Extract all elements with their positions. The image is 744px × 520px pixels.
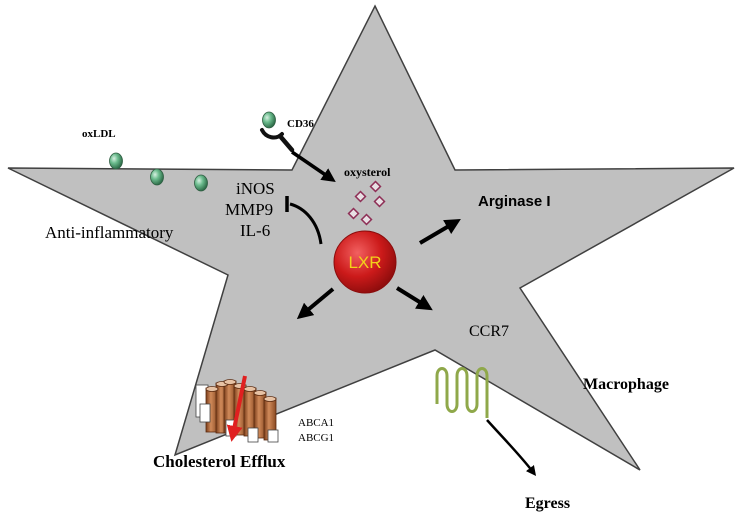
egress-label: Egress xyxy=(525,495,570,512)
macrophage-label: Macrophage xyxy=(583,376,669,393)
anti-inflammatory-label: Anti-inflammatory xyxy=(45,223,174,242)
mmp9-label: MMP9 xyxy=(225,200,273,219)
lxr-circle-icon xyxy=(333,230,397,294)
lxr-to-ccr7-arrow xyxy=(395,286,433,311)
abca1-label: ABCA1 xyxy=(298,417,334,429)
arginase-label: Arginase I xyxy=(478,193,551,210)
efflux-red-arrow xyxy=(226,375,247,442)
inos-label: iNOS xyxy=(236,179,275,198)
lxr-to-efflux-arrow xyxy=(296,287,335,320)
lxr-label: LXR xyxy=(348,253,381,272)
abcg1-label: ABCG1 xyxy=(298,432,334,444)
oxldl-label: oxLDL xyxy=(82,128,116,140)
cd36-label: CD36 xyxy=(287,118,314,130)
ldl-particle-icon xyxy=(150,168,164,186)
cd36-to-oxysterol-arrow xyxy=(291,150,336,182)
cd36-receptor-icon xyxy=(260,111,295,153)
ccr7-label: CCR7 xyxy=(469,323,509,340)
lxr-inhibition-arrow xyxy=(289,202,323,245)
lxr-to-arginase-arrow xyxy=(418,218,461,245)
il6-label: IL-6 xyxy=(240,221,270,240)
oxysterol-label: oxysterol xyxy=(344,165,391,179)
cholesterol-efflux-label: Cholesterol Efflux xyxy=(153,452,286,471)
abc-transporter-icon xyxy=(195,379,279,443)
ldl-particle-icon xyxy=(109,152,123,170)
ccr7-receptor-icon xyxy=(435,367,489,418)
oxysterol-icon xyxy=(347,180,386,226)
ldl-particle-icon xyxy=(194,174,208,192)
ccr7-to-egress-arrow xyxy=(486,419,537,476)
